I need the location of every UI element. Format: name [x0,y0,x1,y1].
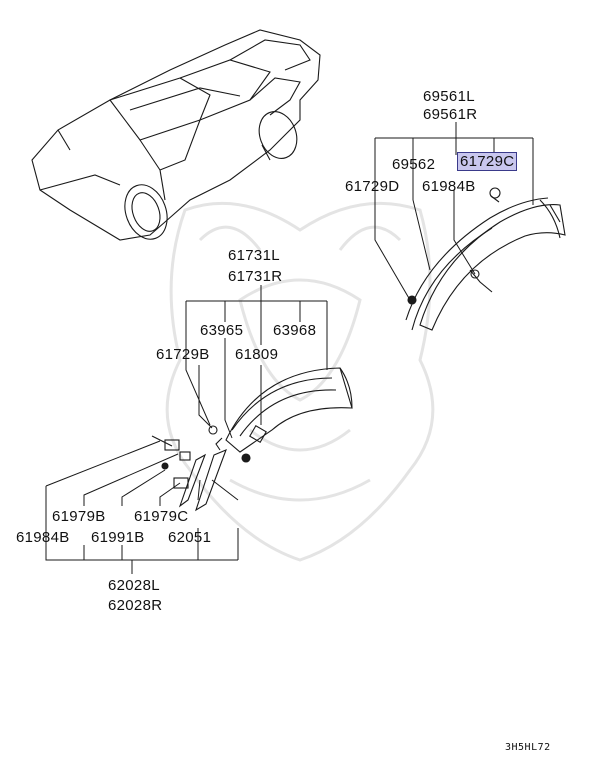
part-label-61984b-bottom[interactable]: 61984B [16,529,70,546]
part-label-69561l[interactable]: 69561L [423,88,475,105]
part-label-61729c[interactable]: 61729C [457,152,518,171]
part-label-61731l[interactable]: 61731L [228,247,280,264]
rear-fender-flare [405,187,566,331]
part-label-61979b[interactable]: 61979B [52,508,106,525]
part-label-61731r[interactable]: 61731R [228,268,283,285]
car-illustration [31,29,321,241]
part-label-61979c[interactable]: 61979C [134,508,189,525]
part-label-69562[interactable]: 69562 [392,156,436,173]
diagram-code: 3H5HL72 [505,742,551,753]
part-label-63965[interactable]: 63965 [200,322,244,339]
part-label-61729d[interactable]: 61729D [345,178,400,195]
part-label-69561r[interactable]: 69561R [423,106,478,123]
part-label-61991b[interactable]: 61991B [91,529,145,546]
part-label-62028l[interactable]: 62028L [108,577,160,594]
part-label-61809[interactable]: 61809 [235,346,279,363]
part-label-63968[interactable]: 63968 [273,322,317,339]
front-fender-flare [208,367,353,463]
part-label-62028r[interactable]: 62028R [108,597,163,614]
rocker-trim-pieces [151,435,227,512]
part-label-62051[interactable]: 62051 [168,529,212,546]
part-label-61984b-top[interactable]: 61984B [422,178,476,195]
part-label-61729b[interactable]: 61729B [156,346,210,363]
